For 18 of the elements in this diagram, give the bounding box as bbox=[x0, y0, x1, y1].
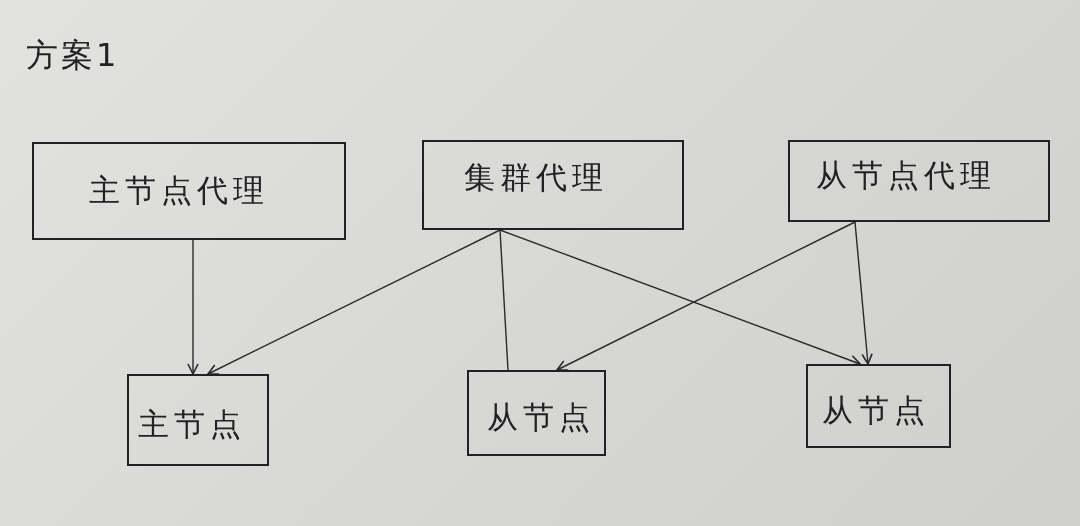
process-box bbox=[32, 142, 346, 240]
process-box bbox=[788, 140, 1050, 222]
diagram-title: 方案1 bbox=[26, 35, 120, 76]
box-label: 主节点代理 bbox=[89, 171, 269, 210]
process-box bbox=[467, 370, 606, 456]
arrow bbox=[187, 239, 199, 375]
box-label: 从节点 bbox=[486, 398, 595, 437]
box-label: 主节点 bbox=[138, 405, 246, 444]
arrow bbox=[207, 229, 501, 375]
arrow bbox=[499, 229, 861, 366]
box-label: 从节点代理 bbox=[816, 156, 996, 195]
box-label: 从节点 bbox=[821, 391, 930, 430]
arrow bbox=[854, 221, 873, 365]
arrow bbox=[556, 221, 856, 371]
process-box bbox=[422, 140, 684, 230]
process-box bbox=[127, 374, 269, 466]
process-box bbox=[806, 364, 951, 448]
box-label: 集群代理 bbox=[464, 158, 608, 197]
